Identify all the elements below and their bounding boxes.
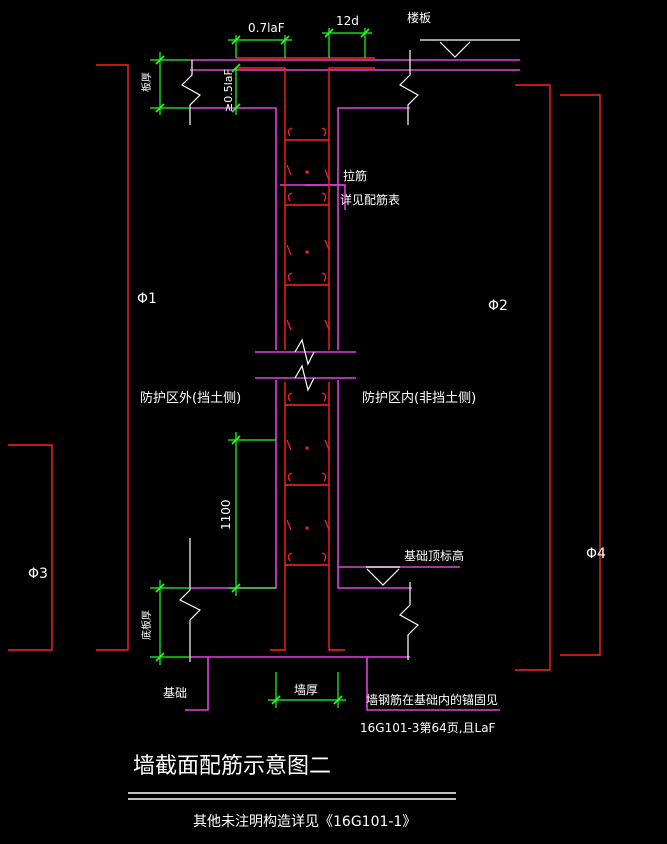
phi4-label: Φ4 (586, 546, 606, 562)
label-base-elev: 基础顶标高 (404, 548, 464, 563)
dim-1100: 1100 (219, 499, 233, 530)
label-outside: 防护区外(挡土侧) (140, 390, 241, 406)
anchor-note-1: 墙钢筋在基础内的锚固见 (366, 692, 498, 707)
dim-base-thk: 底板厚 (140, 610, 153, 640)
phi3-label: Φ3 (28, 566, 48, 582)
dim-slab-thk: 板厚 (140, 72, 153, 92)
elevation-markers (366, 39, 520, 586)
dimension-ticks (155, 28, 370, 705)
label-tie-bar-ref: 详见配筋表 (340, 192, 400, 207)
label-tie-bar: 拉筋 (343, 168, 367, 183)
rebar (8, 57, 601, 671)
dim-12d: 12d (336, 14, 359, 28)
label-foundation: 基础 (163, 686, 187, 700)
title-note: 其他未注明构造详见《16G101-1》 (193, 814, 416, 830)
break-markers (178, 50, 419, 662)
label-slab: 楼板 (407, 10, 431, 25)
dim-wall-thk: 墙厚 (294, 683, 318, 697)
title-underline (128, 792, 456, 800)
tie-hooks (286, 127, 330, 562)
dim-05laF: ≥0.5laF (222, 69, 235, 112)
anchor-note-2: 16G101-3第64页,且LaF (360, 721, 496, 735)
title-main: 墙截面配筋示意图二 (133, 754, 331, 779)
dim-07laF: 0.7laF (248, 21, 285, 35)
phi1-label: Φ1 (137, 291, 157, 307)
label-inside: 防护区内(非挡土侧) (362, 390, 476, 406)
wall-outline (185, 59, 520, 711)
rebar-dots (305, 170, 309, 530)
phi2-label: Φ2 (488, 298, 508, 314)
